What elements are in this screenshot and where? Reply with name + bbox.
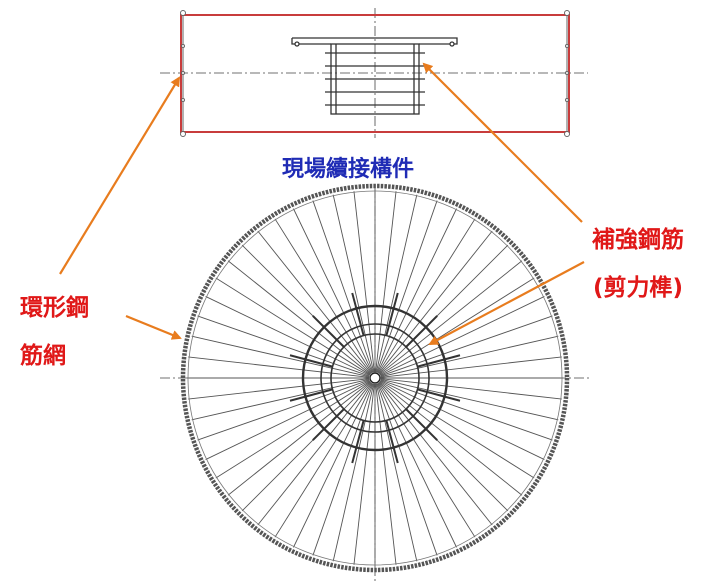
radial-bar (378, 381, 509, 512)
radial-bar (377, 218, 476, 374)
elevation-side-posts (180, 10, 570, 137)
inner-short-bar (289, 354, 333, 368)
radial-bar (380, 315, 553, 377)
inner-short-bar (405, 315, 438, 348)
radial-bar (227, 260, 371, 375)
inner-short-bars (289, 292, 461, 464)
inner-short-bar (385, 292, 399, 336)
radial-bar (188, 378, 370, 400)
radial-bar (197, 379, 370, 441)
reinforcement-ring-inner (330, 333, 420, 423)
radial-bar (241, 244, 372, 375)
elevation-view (160, 8, 588, 138)
radial-bars (187, 190, 563, 566)
radial-bar (379, 380, 535, 479)
radial-bar (380, 335, 559, 378)
inner-short-bar (405, 408, 438, 441)
reinforcement-label-line1: 補強鋼筋 (592, 227, 684, 253)
inner-short-bar (417, 388, 461, 402)
radial-bar (191, 335, 370, 378)
radial-bar (379, 277, 535, 376)
radial-bar (191, 378, 370, 421)
ring-mesh-label: 環形鋼 筋網 (20, 294, 89, 370)
radial-bar (375, 194, 418, 373)
ring-mesh-label-line1: 環形鋼 (20, 295, 89, 321)
inner-short-bar (417, 354, 461, 368)
diagram-title: 現場續接構件 (282, 157, 415, 182)
inner-short-bar (385, 420, 399, 464)
radial-bar (378, 382, 493, 526)
radial-bar (227, 381, 371, 496)
radial-bar (188, 356, 370, 378)
radial-bar (257, 382, 372, 526)
arrow-reinforcement-to-elevation (422, 62, 583, 223)
radial-bar (293, 383, 373, 548)
radial-bar (375, 383, 418, 562)
radial-bar (378, 230, 493, 374)
radial-bar (274, 382, 373, 538)
radial-bar (332, 383, 375, 562)
reinforcement-label: 補強鋼筋 (剪力榫) (592, 226, 684, 302)
radial-bar (377, 382, 476, 538)
radial-bar (377, 208, 457, 373)
radial-bar (215, 277, 371, 376)
plan-view (160, 183, 590, 582)
radial-bar (380, 378, 562, 400)
radial-bar (332, 194, 375, 373)
radial-bar (378, 244, 509, 375)
radial-bar (376, 383, 438, 556)
leader-arrows (59, 62, 585, 345)
outer-ring-mesh (180, 183, 570, 573)
radial-bar (375, 191, 397, 373)
arrow-reinforcement-to-plan (428, 261, 585, 345)
radial-bar (376, 200, 438, 373)
radial-bar (380, 380, 545, 460)
radial-bar (312, 200, 374, 373)
elevation-outline (180, 14, 570, 133)
radial-bar (379, 260, 523, 375)
radial-bar (353, 191, 375, 373)
inner-short-bar (312, 315, 345, 348)
arrow-ring-mesh-to-plan (125, 314, 182, 340)
radial-bar (380, 356, 562, 378)
radial-bar (274, 218, 373, 374)
radial-bar (380, 378, 559, 421)
radial-bar (241, 381, 372, 512)
radial-bar (377, 383, 457, 548)
center-hub (369, 372, 381, 384)
reinforcement-ring-outer (301, 304, 449, 452)
radial-bar (205, 380, 370, 460)
elevation-shear-key (291, 37, 458, 115)
ring-mesh-label-line2: 筋網 (20, 343, 66, 369)
inner-short-bar (351, 420, 365, 464)
outer-ring-inner-edge (187, 190, 563, 566)
radial-bar (353, 383, 375, 565)
radial-bar (197, 315, 370, 377)
radial-bar (380, 379, 553, 441)
inner-short-bar (289, 388, 333, 402)
reinforcement-ring-middle (320, 323, 430, 433)
arrow-ring-mesh-to-elevation (59, 76, 181, 275)
reinforcement-label-line2: (剪力榫) (592, 275, 684, 301)
inner-short-bar (351, 292, 365, 336)
radial-bar (312, 383, 374, 556)
radial-bar (215, 380, 371, 479)
radial-bar (379, 381, 523, 496)
radial-bar (293, 208, 373, 373)
radial-bar (205, 296, 370, 376)
inner-short-bar (312, 408, 345, 441)
radial-bar (257, 230, 372, 374)
radial-bar (380, 296, 545, 376)
radial-bar (375, 383, 397, 565)
